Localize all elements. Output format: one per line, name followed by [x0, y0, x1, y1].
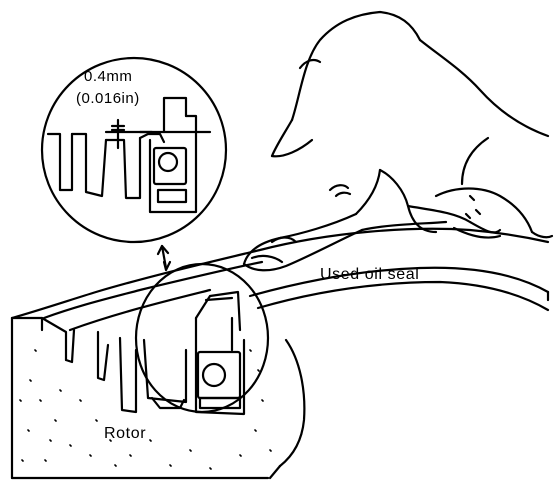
magnifier-lens — [134, 262, 270, 414]
rotor-label: Rotor — [104, 425, 147, 442]
rotor-texture — [19, 349, 272, 470]
clearance-mm-label: 0.4mm — [84, 68, 133, 85]
seal-groove-main — [142, 290, 246, 416]
used-oil-seal-label: Used oil seal — [320, 266, 420, 283]
callout-leader — [156, 244, 172, 272]
clearance-in-label: (0.016in) — [76, 90, 140, 107]
callout-detail — [40, 56, 228, 244]
hand-illustration — [242, 10, 554, 272]
rotor-body — [10, 227, 550, 480]
